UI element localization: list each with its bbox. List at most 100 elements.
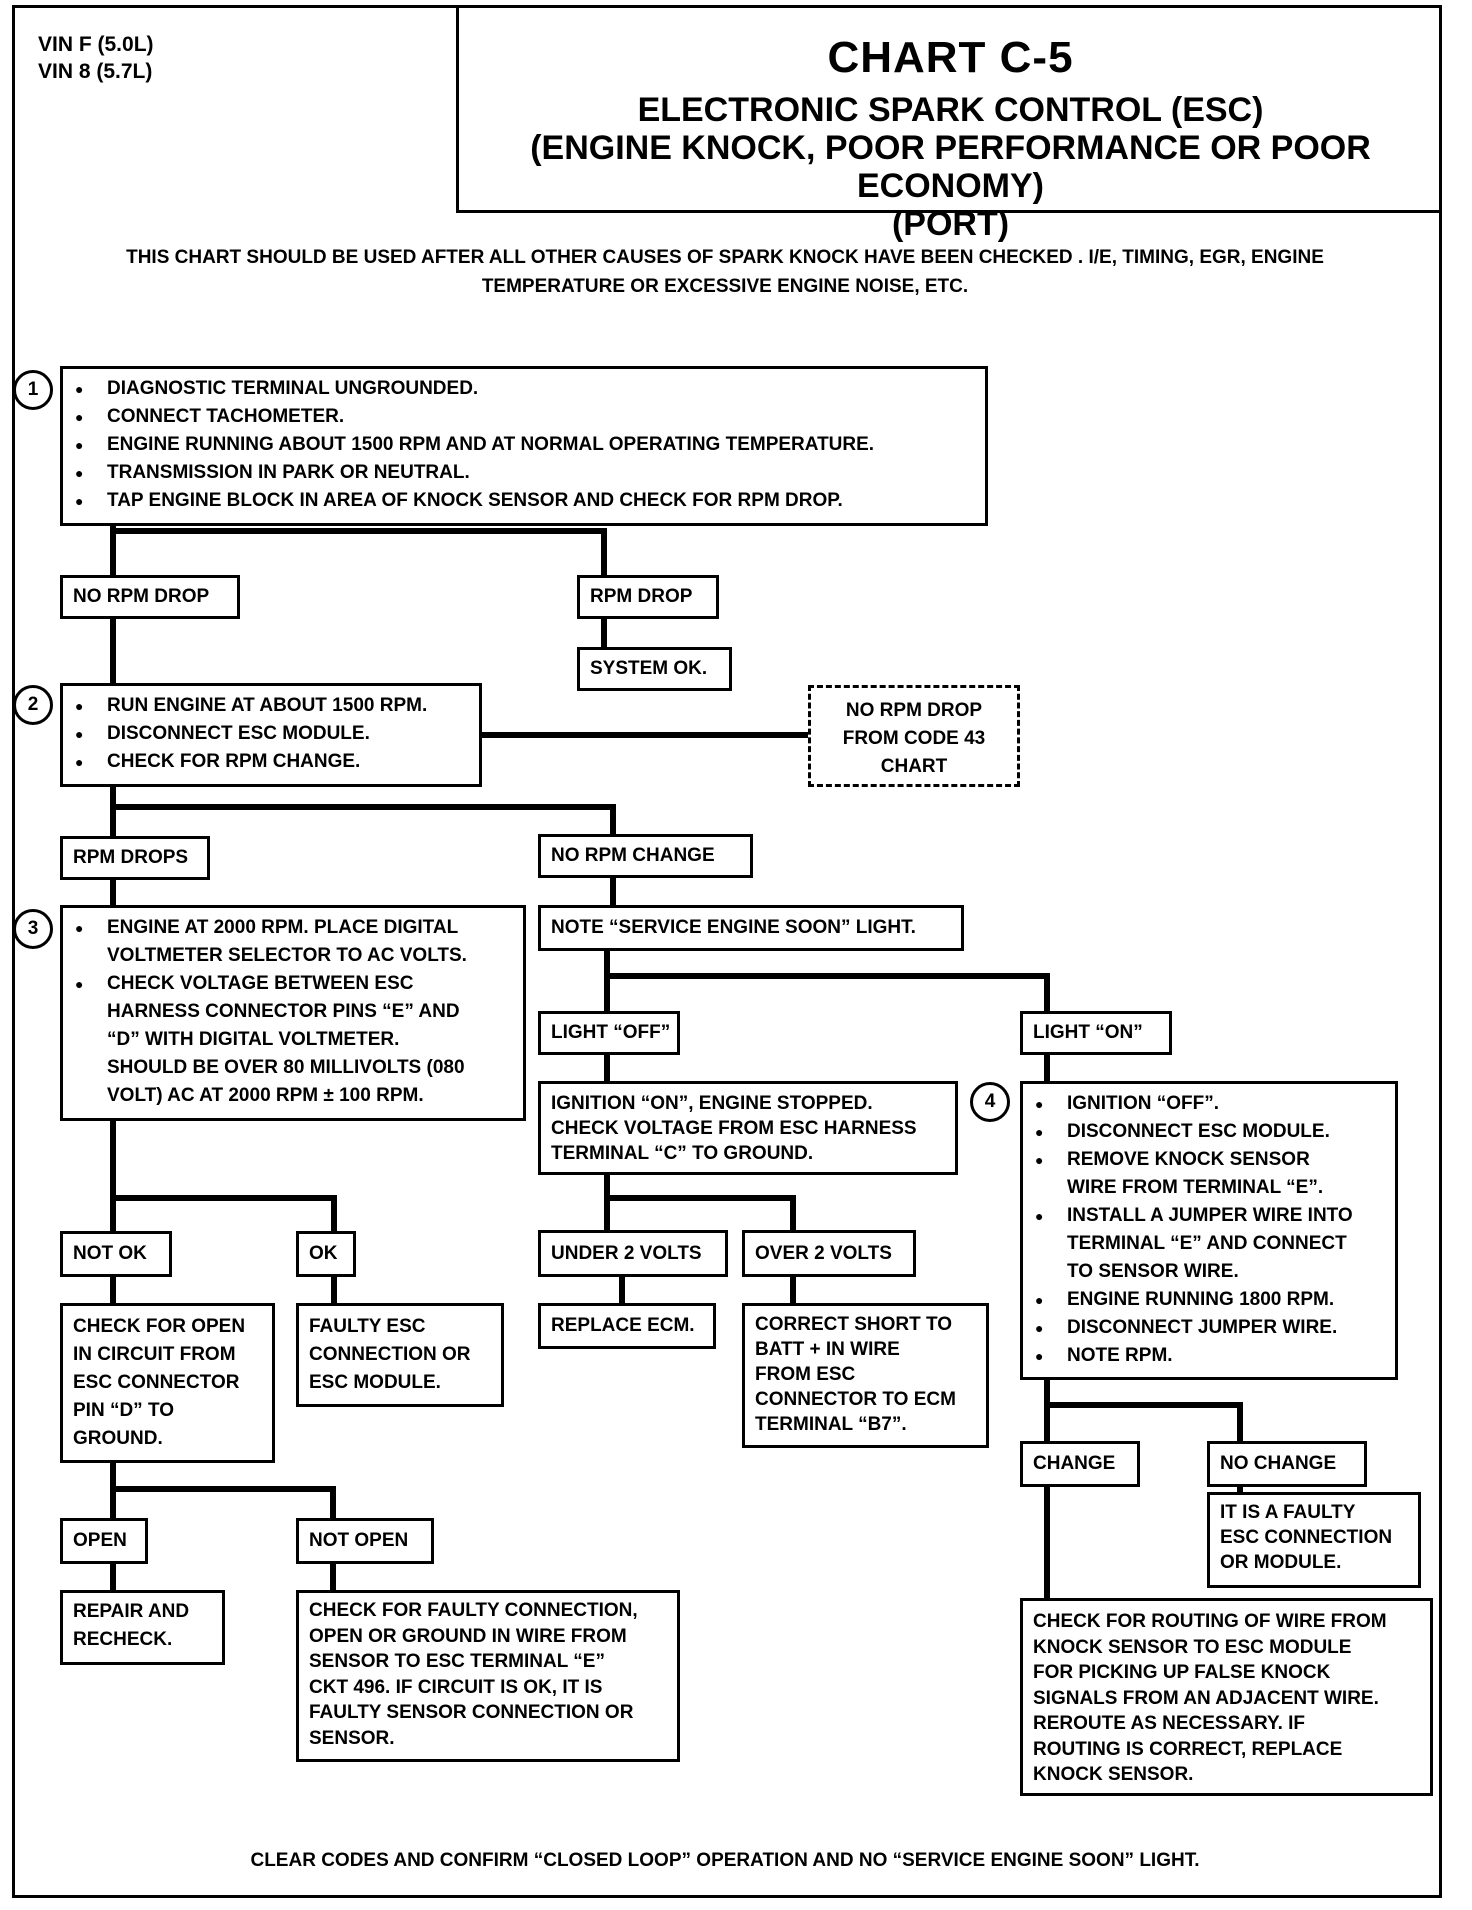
step-number-3: 3 bbox=[13, 909, 53, 949]
step4-line: NOTE RPM. bbox=[1067, 1345, 1173, 1366]
label-rpm-drops: RPM DROPS bbox=[60, 836, 210, 880]
label-replace-ecm: REPLACE ECM. bbox=[538, 1303, 716, 1349]
faulty-connection-line: FAULTY SENSOR CONNECTION OR bbox=[309, 1702, 634, 1723]
label-ok: OK bbox=[296, 1231, 356, 1277]
ignition-on-line: CHECK VOLTAGE FROM ESC HARNESS bbox=[551, 1118, 917, 1139]
step2-bullet: DISCONNECT ESC MODULE. bbox=[73, 720, 469, 748]
check-open-box: CHECK FOR OPEN IN CIRCUIT FROM ESC CONNE… bbox=[60, 1303, 275, 1463]
label-change: CHANGE bbox=[1020, 1441, 1140, 1487]
step2-box: RUN ENGINE AT ABOUT 1500 RPM. DISCONNECT… bbox=[60, 683, 482, 787]
code43-line: FROM CODE 43 bbox=[842, 728, 986, 749]
connector-check-open-not-open bbox=[113, 1486, 336, 1520]
step4-box: IGNITION “OFF”. DISCONNECT ESC MODULE. R… bbox=[1020, 1081, 1398, 1380]
correct-short-line: FROM ESC bbox=[755, 1364, 856, 1385]
step1-bullet: TAP ENGINE BLOCK IN AREA OF KNOCK SENSOR… bbox=[73, 487, 975, 515]
faulty-connection-box: CHECK FOR FAULTY CONNECTION, OPEN OR GRO… bbox=[296, 1590, 680, 1762]
faulty-module-line: IT IS A FAULTY bbox=[1220, 1502, 1356, 1523]
check-routing-line: ROUTING IS CORRECT, REPLACE bbox=[1033, 1738, 1343, 1760]
correct-short-box: CORRECT SHORT TO BATT + IN WIRE FROM ESC… bbox=[742, 1303, 989, 1448]
label-no-change: NO CHANGE bbox=[1207, 1441, 1367, 1487]
check-open-line: GROUND. bbox=[73, 1428, 163, 1449]
label-light-on: LIGHT “ON” bbox=[1020, 1011, 1172, 1055]
faulty-module-box: IT IS A FAULTY ESC CONNECTION OR MODULE. bbox=[1207, 1492, 1421, 1588]
label-not-ok: NOT OK bbox=[60, 1231, 172, 1277]
check-routing-line: REROUTE AS NECESSARY. IF bbox=[1033, 1713, 1306, 1734]
step4-bullet: ENGINE RUNNING 1800 RPM. bbox=[1033, 1286, 1385, 1314]
step4-bullet: NOTE RPM. bbox=[1033, 1342, 1385, 1370]
step3-line: SHOULD BE OVER 80 MILLIVOLTS (080 bbox=[107, 1057, 465, 1078]
ignition-on-line: TERMINAL “C” TO GROUND. bbox=[551, 1143, 814, 1164]
connector-ignition-over bbox=[607, 1195, 796, 1232]
step4-line: TERMINAL “E” AND CONNECT bbox=[1067, 1233, 1347, 1254]
connector-note-light-on bbox=[607, 973, 1050, 1013]
label-note-ses-light: NOTE “SERVICE ENGINE SOON” LIGHT. bbox=[538, 905, 964, 951]
page-frame bbox=[12, 5, 1442, 1898]
repair-line: REPAIR AND bbox=[73, 1601, 190, 1622]
intro-line-2: TEMPERATURE OR EXCESSIVE ENGINE NOISE, E… bbox=[481, 276, 969, 297]
faulty-esc-line: CONNECTION OR bbox=[309, 1344, 471, 1365]
step-number-1: 1 bbox=[13, 370, 53, 410]
step3-line: HARNESS CONNECTOR PINS “E” AND bbox=[107, 1001, 460, 1022]
repair-box: REPAIR AND RECHECK. bbox=[60, 1590, 225, 1665]
check-routing-line: CHECK FOR ROUTING OF WIRE FROM bbox=[1033, 1611, 1387, 1632]
intro-line-1: THIS CHART SHOULD BE USED AFTER ALL OTHE… bbox=[126, 247, 1324, 268]
step4-line: WIRE FROM TERMINAL “E”. bbox=[1067, 1177, 1324, 1198]
footer-note: CLEAR CODES AND CONFIRM “CLOSED LOOP” OP… bbox=[250, 1850, 1200, 1871]
repair-line: RECHECK. bbox=[73, 1629, 173, 1650]
check-routing-line: SIGNALS FROM AN ADJACENT WIRE. bbox=[1033, 1687, 1379, 1709]
correct-short-line: CONNECTOR TO ECM bbox=[755, 1389, 956, 1410]
code43-line: CHART bbox=[880, 756, 948, 777]
connector-step3-ok bbox=[113, 1195, 337, 1233]
step1-box: DIAGNOSTIC TERMINAL UNGROUNDED. CONNECT … bbox=[60, 366, 988, 526]
check-routing-line: FOR PICKING UP FALSE KNOCK bbox=[1033, 1662, 1331, 1683]
vin-line-2: VIN 8 (5.7L) bbox=[38, 60, 153, 83]
step1-bullet: ENGINE RUNNING ABOUT 1500 RPM AND AT NOR… bbox=[73, 431, 975, 459]
step4-line: DISCONNECT ESC MODULE. bbox=[1067, 1121, 1330, 1142]
check-routing-line: KNOCK SENSOR TO ESC MODULE bbox=[1033, 1636, 1352, 1658]
connector-step1-rpm-drop bbox=[113, 528, 607, 577]
step3-line: “D” WITH DIGITAL VOLTMETER. bbox=[107, 1029, 400, 1050]
subtitle-line-1: ELECTRONIC SPARK CONTROL (ESC) bbox=[637, 91, 1264, 129]
connector-step4-no-change bbox=[1047, 1402, 1243, 1443]
step4-line: TO SENSOR WIRE. bbox=[1067, 1261, 1239, 1282]
step4-line: IGNITION “OFF”. bbox=[1067, 1093, 1219, 1114]
check-open-line: PIN “D” TO bbox=[73, 1400, 174, 1421]
step3-box: ENGINE AT 2000 RPM. PLACE DIGITAL VOLTME… bbox=[60, 905, 526, 1121]
label-no-rpm-change: NO RPM CHANGE bbox=[538, 834, 753, 878]
step4-line: DISCONNECT JUMPER WIRE. bbox=[1067, 1317, 1338, 1338]
vin-line-1: VIN F (5.0L) bbox=[38, 33, 154, 56]
faulty-connection-line: OPEN OR GROUND IN WIRE FROM bbox=[309, 1625, 627, 1647]
correct-short-line: BATT + IN WIRE bbox=[755, 1339, 900, 1360]
step-number-4: 4 bbox=[970, 1082, 1010, 1122]
step4-bullet: IGNITION “OFF”. bbox=[1033, 1090, 1385, 1118]
step4-bullet: REMOVE KNOCK SENSOR WIRE FROM TERMINAL “… bbox=[1033, 1146, 1385, 1202]
label-light-off: LIGHT “OFF” bbox=[538, 1011, 680, 1055]
step3-bullet: CHECK VOLTAGE BETWEEN ESC HARNESS CONNEC… bbox=[73, 970, 513, 1110]
correct-short-line: TERMINAL “B7”. bbox=[755, 1414, 907, 1435]
check-routing-line: KNOCK SENSOR. bbox=[1033, 1764, 1194, 1785]
faulty-module-line: OR MODULE. bbox=[1220, 1552, 1342, 1573]
label-over-2-volts: OVER 2 VOLTS bbox=[742, 1230, 916, 1277]
faulty-connection-line: SENSOR TO ESC TERMINAL “E” bbox=[309, 1651, 605, 1672]
ignition-on-line: IGNITION “ON”, ENGINE STOPPED. bbox=[551, 1093, 873, 1114]
step3-bullet: ENGINE AT 2000 RPM. PLACE DIGITAL VOLTME… bbox=[73, 914, 513, 970]
step2-bullet: CHECK FOR RPM CHANGE. bbox=[73, 748, 469, 776]
step3-line: CHECK VOLTAGE BETWEEN ESC bbox=[107, 973, 414, 994]
subtitle-line-3: (PORT) bbox=[891, 205, 1010, 243]
faulty-module-line: ESC CONNECTION bbox=[1220, 1527, 1393, 1548]
step4-bullet: DISCONNECT ESC MODULE. bbox=[1033, 1118, 1385, 1146]
label-not-open: NOT OPEN bbox=[296, 1518, 434, 1564]
check-open-line: IN CIRCUIT FROM bbox=[73, 1344, 236, 1365]
check-open-line: CHECK FOR OPEN bbox=[73, 1316, 246, 1337]
faulty-esc-box: FAULTY ESC CONNECTION OR ESC MODULE. bbox=[296, 1303, 504, 1407]
step3-line: VOLT) AC AT 2000 RPM ± 100 RPM. bbox=[107, 1085, 424, 1106]
intro-note: THIS CHART SHOULD BE USED AFTER ALL OTHE… bbox=[60, 243, 1390, 301]
chart-title: CHART C-5 bbox=[827, 33, 1074, 82]
check-open-line: ESC CONNECTOR bbox=[73, 1372, 240, 1393]
step4-line: REMOVE KNOCK SENSOR bbox=[1067, 1149, 1310, 1170]
step4-line: INSTALL A JUMPER WIRE INTO bbox=[1067, 1205, 1353, 1226]
code43-line: NO RPM DROP bbox=[845, 700, 983, 721]
label-system-ok: SYSTEM OK. bbox=[577, 647, 732, 691]
title-block: CHART C-5 ELECTRONIC SPARK CONTROL (ESC)… bbox=[456, 5, 1442, 243]
